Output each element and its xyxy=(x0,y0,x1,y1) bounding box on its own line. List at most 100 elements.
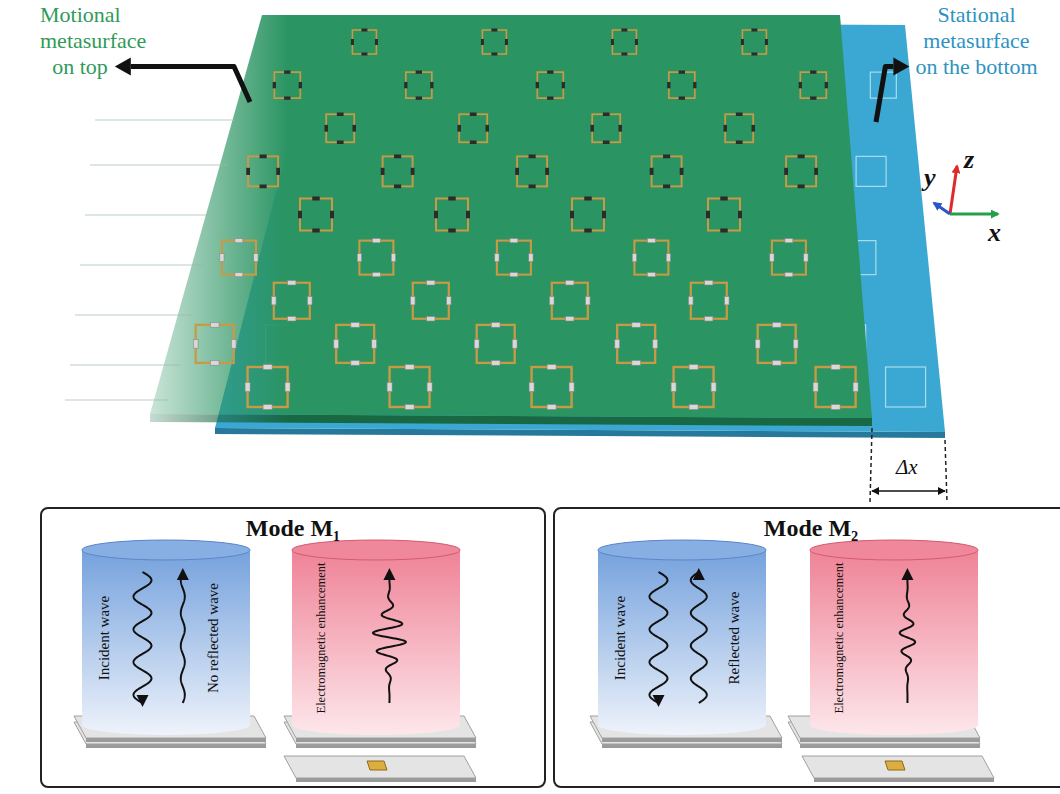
unit-cell xyxy=(274,283,310,319)
lumped-element xyxy=(515,168,519,175)
unit-cell xyxy=(248,367,288,407)
plate-side xyxy=(296,778,476,782)
metasurface-plate xyxy=(802,756,994,778)
axis-label: z xyxy=(964,146,974,174)
lumped-element xyxy=(491,361,500,366)
lumped-element xyxy=(705,281,713,286)
lumped-element xyxy=(736,141,743,145)
lumped-element xyxy=(474,340,479,349)
lumped-element xyxy=(510,273,518,277)
unit-cell xyxy=(552,283,588,319)
lumped-element xyxy=(689,365,698,370)
lumped-element xyxy=(448,229,456,233)
lumped-element xyxy=(351,39,354,45)
unit-cell xyxy=(772,241,806,275)
lumped-element xyxy=(705,317,713,322)
unit-cell xyxy=(517,156,547,186)
motion-streak xyxy=(80,264,205,266)
lumped-element xyxy=(799,82,802,88)
beam-body xyxy=(292,540,460,735)
lumped-element xyxy=(765,39,768,45)
unit-cell xyxy=(383,156,413,186)
lumped-element xyxy=(666,254,670,262)
lumped-element xyxy=(570,211,574,219)
lumped-element xyxy=(550,297,555,305)
plate-side xyxy=(296,744,476,748)
lumped-element xyxy=(529,383,534,392)
field-beam: Electromagnetic enhancement xyxy=(810,550,978,725)
lumped-element xyxy=(618,125,622,132)
panel-title: Mode M₂ xyxy=(555,509,1060,542)
sensor-chip xyxy=(885,761,905,770)
plate-side xyxy=(602,744,782,748)
unit-cell xyxy=(634,241,668,275)
pointer-line xyxy=(131,67,250,103)
unit-cell xyxy=(222,241,256,275)
lumped-element xyxy=(736,113,743,117)
dimension-line xyxy=(945,440,947,502)
lumped-element xyxy=(706,211,710,219)
lumped-element xyxy=(793,340,798,349)
lumped-element xyxy=(337,113,344,117)
lumped-element xyxy=(784,168,788,175)
lumped-element xyxy=(751,29,757,32)
lumped-element xyxy=(536,82,539,88)
lumped-element xyxy=(375,39,378,45)
plate-side xyxy=(86,738,266,742)
lumped-element xyxy=(615,340,620,349)
lumped-element xyxy=(632,254,636,262)
lumped-element xyxy=(547,365,556,370)
wave-line xyxy=(133,572,151,702)
lumped-element xyxy=(512,340,517,349)
unit-cell xyxy=(274,72,300,98)
lumped-element xyxy=(814,168,818,175)
beam-label: No reflected wave xyxy=(206,583,221,693)
wave-head xyxy=(652,695,664,707)
lumped-element xyxy=(284,71,290,74)
lumped-element xyxy=(813,383,818,392)
unit-cell xyxy=(708,199,740,231)
lumped-element xyxy=(394,185,401,189)
plate-side xyxy=(86,744,266,748)
lumped-element xyxy=(755,340,760,349)
axis-arrow xyxy=(950,166,957,214)
unit-cell xyxy=(652,156,682,186)
beam-body xyxy=(82,540,250,735)
lumped-element xyxy=(427,317,435,322)
unit-cell xyxy=(786,156,816,186)
lumped-element xyxy=(210,323,219,328)
wave-beam: Incident waveReflected wave xyxy=(598,550,766,725)
beam-label: Reflected wave xyxy=(727,591,742,684)
lumped-element xyxy=(372,273,380,277)
lumped-element xyxy=(308,297,313,305)
lumped-element xyxy=(285,383,290,392)
lumped-element xyxy=(387,383,392,392)
lumped-element xyxy=(798,185,805,189)
unit-cell xyxy=(617,325,655,363)
motion-streak xyxy=(90,164,228,166)
unit-cell xyxy=(725,114,753,142)
lumped-element xyxy=(772,361,781,366)
lumped-element xyxy=(602,211,606,219)
mode-panel: Mode M₁Incident waveNo reflected waveEle… xyxy=(40,507,546,788)
panel-title: Mode M₁ xyxy=(42,509,544,542)
lumped-element xyxy=(427,281,435,286)
lumped-element xyxy=(273,82,276,88)
lumped-element xyxy=(411,168,415,175)
lumped-element xyxy=(352,125,356,132)
lumped-element xyxy=(457,125,461,132)
lumped-element xyxy=(351,323,360,328)
lumped-element xyxy=(272,297,277,305)
lumped-element xyxy=(831,365,840,370)
lumped-element xyxy=(288,281,296,286)
unit-cell xyxy=(406,72,432,98)
lumped-element xyxy=(416,97,422,100)
lumped-element xyxy=(427,383,432,392)
lumped-element xyxy=(491,29,497,32)
wave-head xyxy=(901,568,913,580)
beam-top xyxy=(810,540,978,560)
lumped-element xyxy=(647,273,655,277)
lumped-element xyxy=(621,29,627,32)
lumped-element xyxy=(372,340,377,349)
